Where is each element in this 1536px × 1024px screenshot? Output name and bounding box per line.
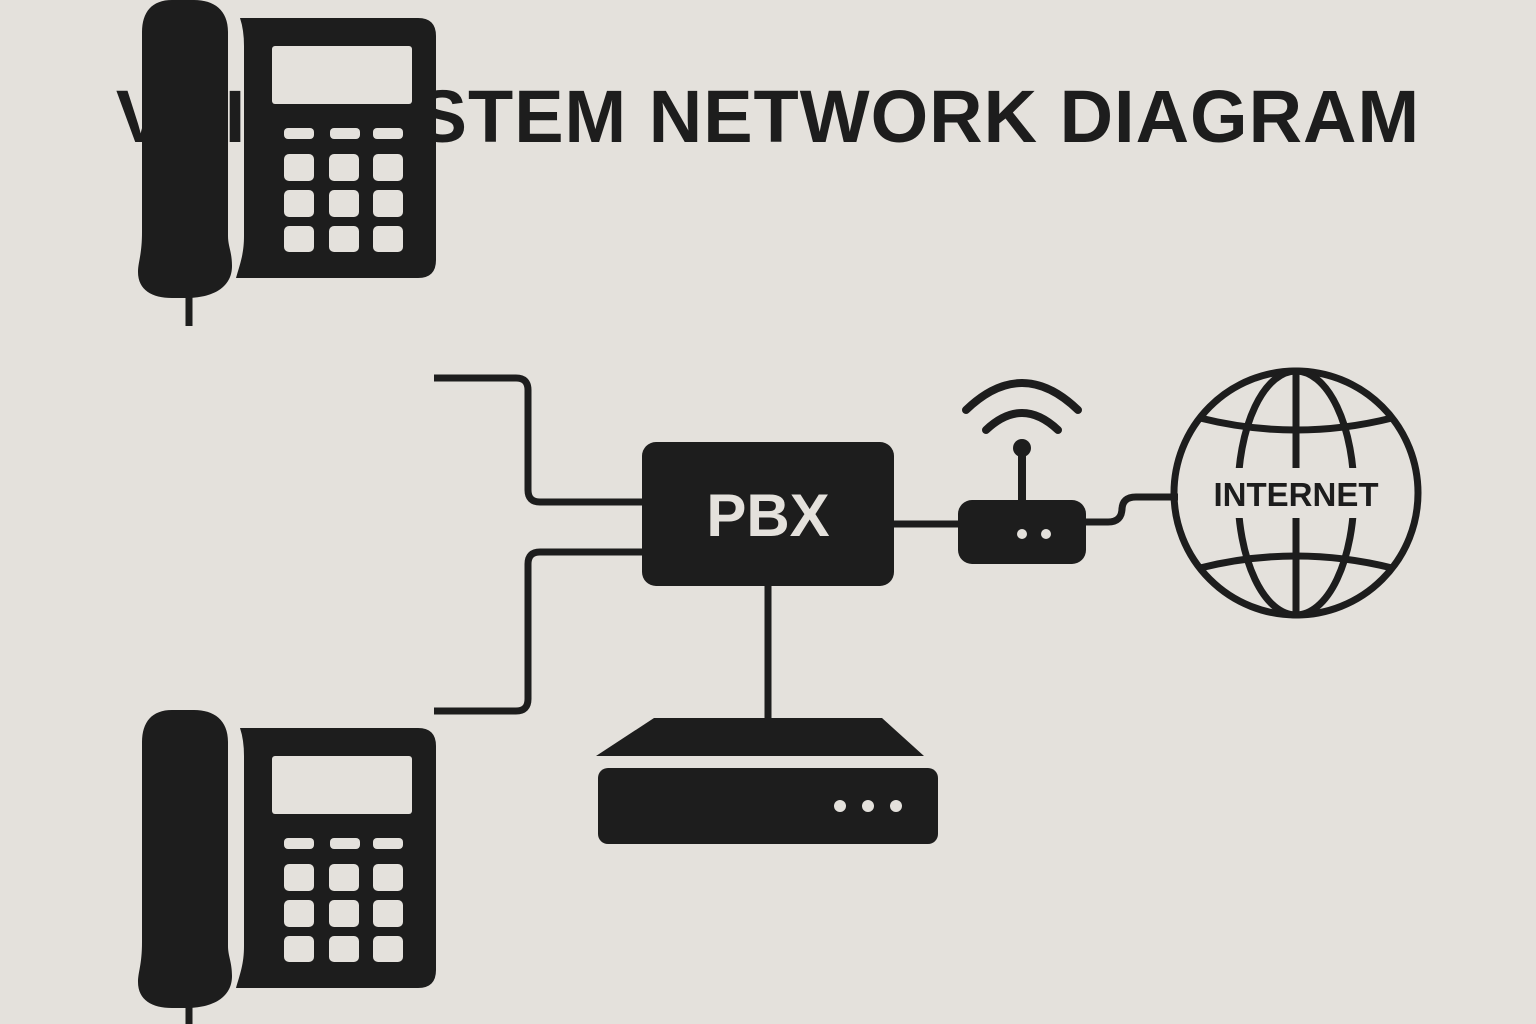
link-router-to-internet [1082, 493, 1178, 526]
wifi-router-icon [958, 379, 1086, 564]
connection-lines [434, 374, 1178, 722]
pbx-label: PBX [706, 482, 829, 549]
desk-phone-icon [138, 0, 436, 326]
pbx-node: PBX [642, 442, 894, 586]
server-appliance-icon [596, 718, 938, 844]
link-phone-1-to-pbx [434, 374, 646, 506]
link-phone-2-to-pbx [434, 548, 646, 715]
globe-icon: INTERNET [1170, 367, 1422, 619]
internet-label: INTERNET [1214, 476, 1379, 513]
desk-phone-icon [138, 710, 436, 1024]
